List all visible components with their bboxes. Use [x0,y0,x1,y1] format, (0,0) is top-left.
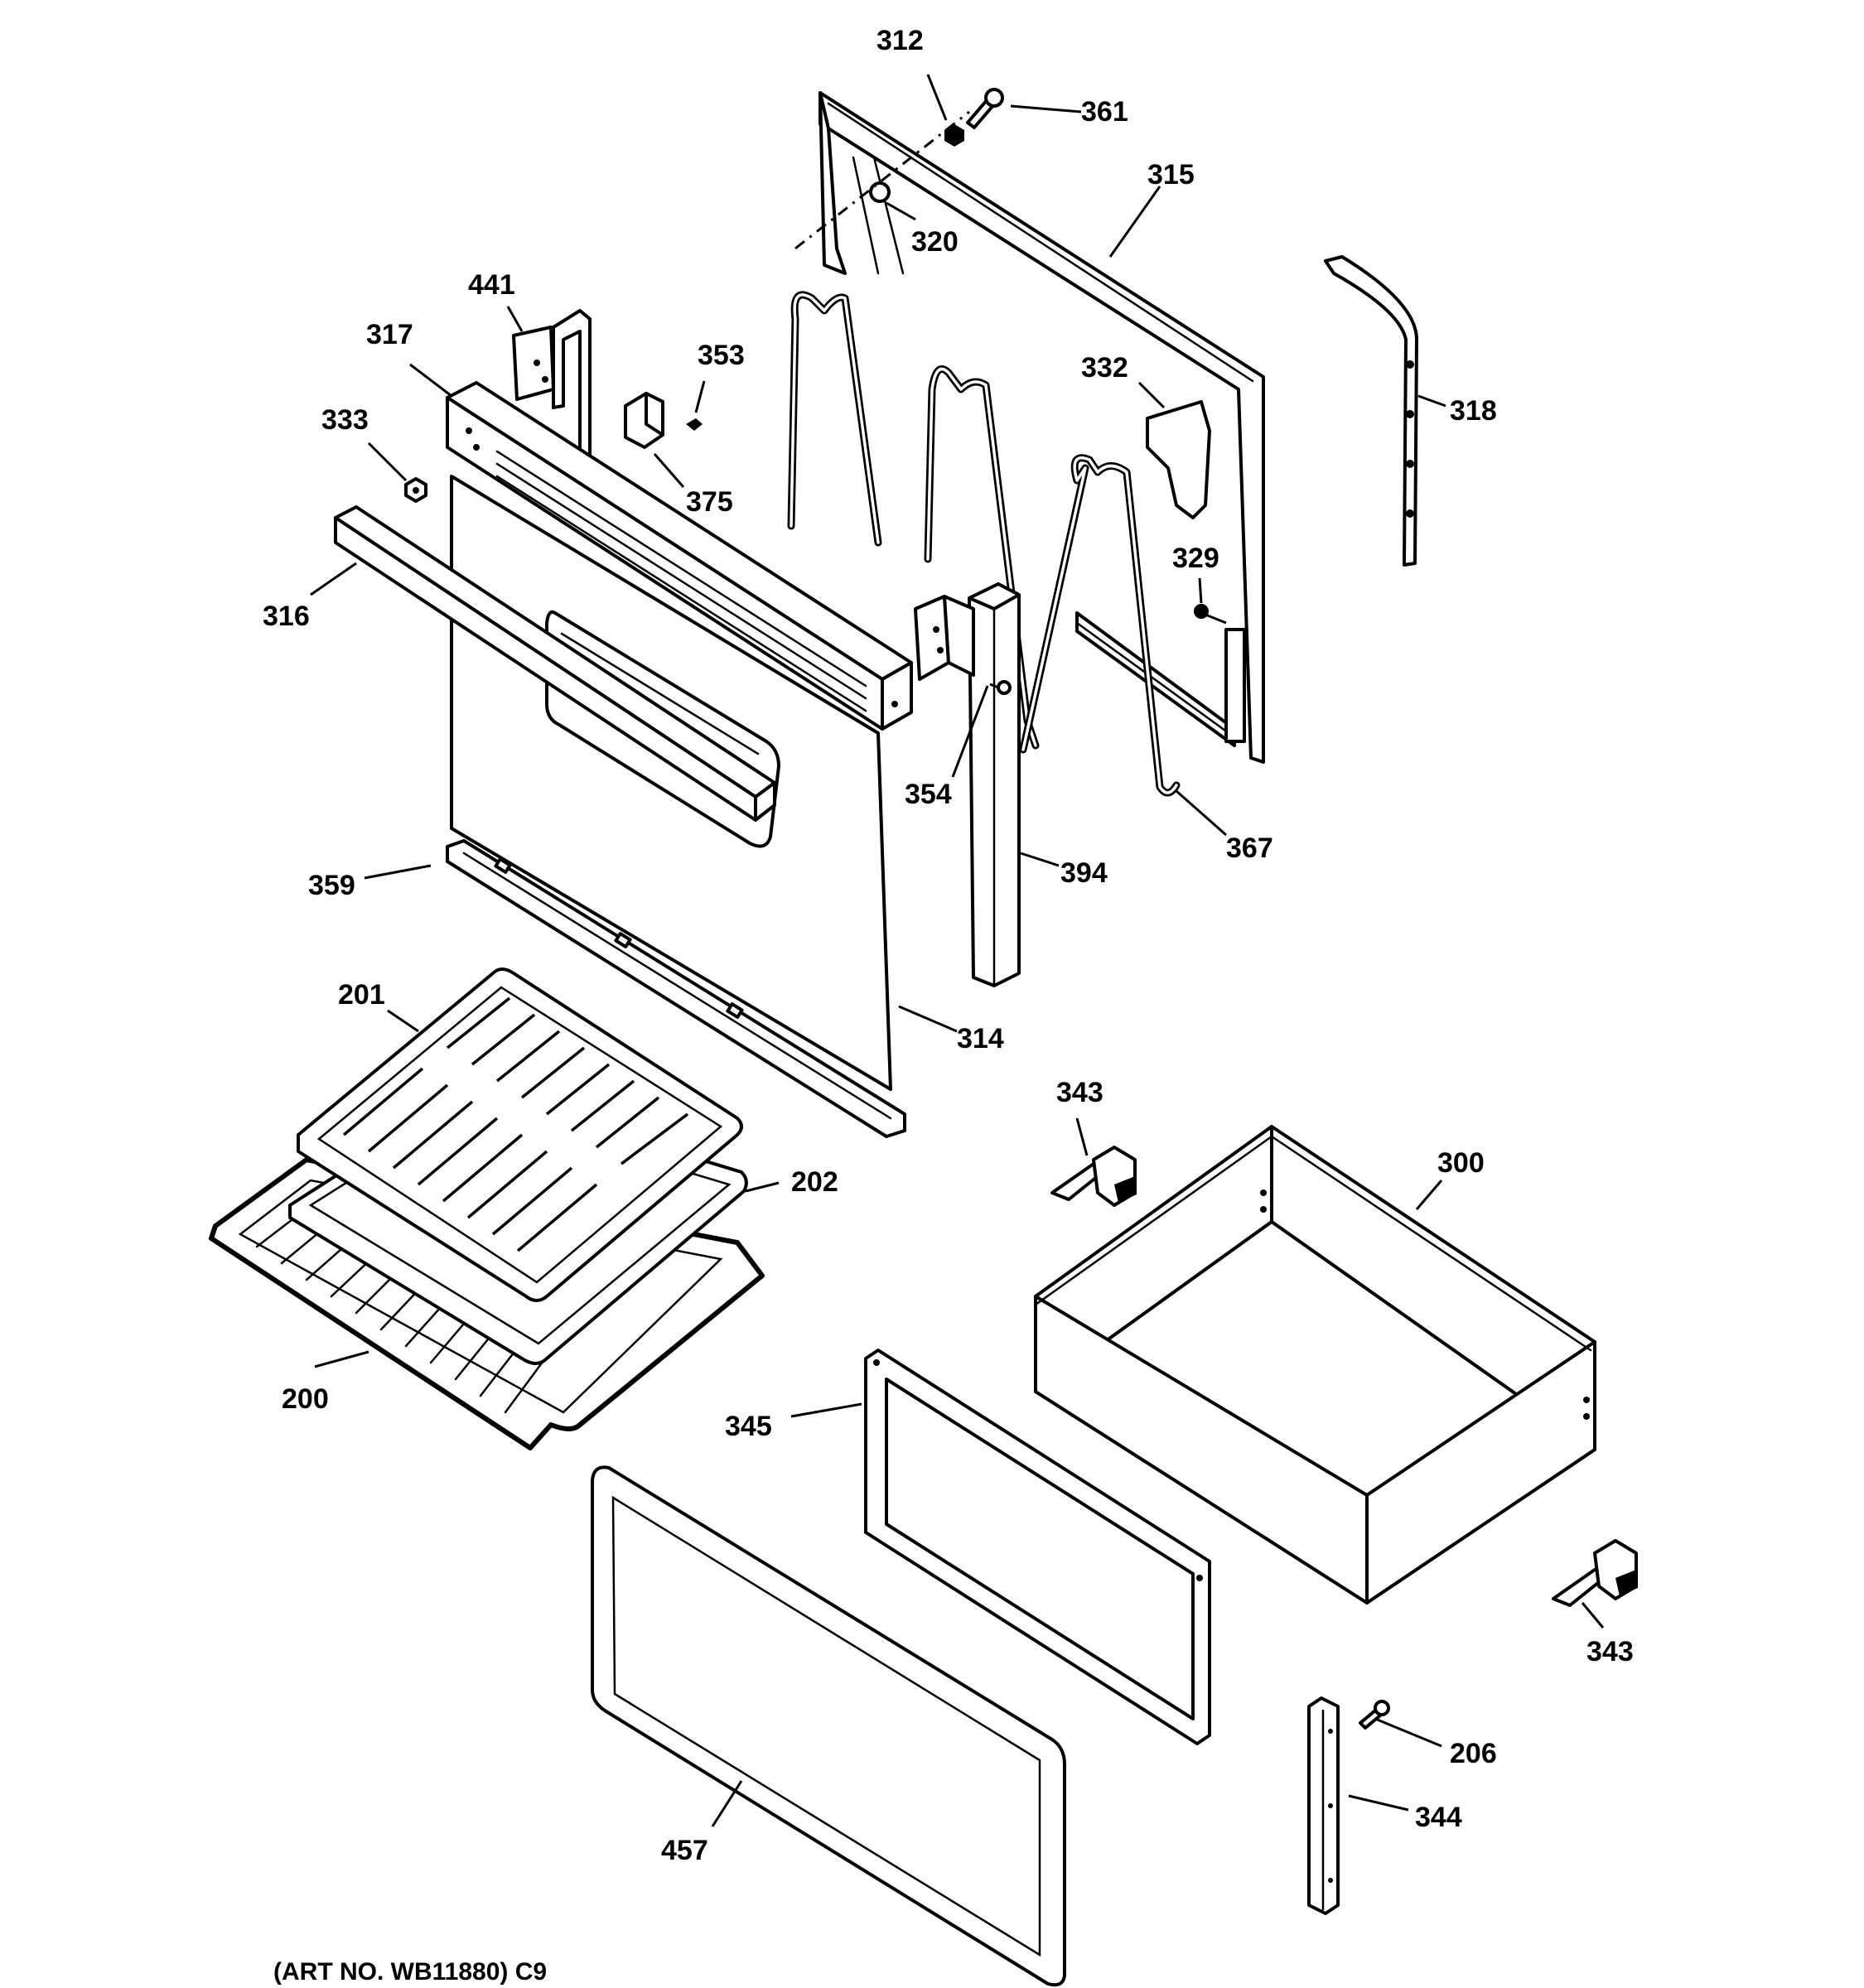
label-332: 332 [1081,352,1128,384]
drawer-inner-panel-345 [864,1349,1211,1745]
wire-retainer-1 [787,291,882,547]
screw-361 [966,88,1004,129]
side-trim-318 [1324,255,1418,567]
door-bottom-trim-359 [446,839,906,1138]
label-200: 200 [282,1383,329,1415]
label-375: 375 [686,486,733,518]
wire-retainer-2 [924,365,1040,750]
door-handle-316 [334,505,776,822]
screw-206 [1359,1700,1390,1730]
label-441: 441 [468,269,515,301]
insulation-332 [1146,400,1211,519]
drawer-body-300 [1034,1125,1596,1604]
label-343-upper: 343 [1056,1077,1103,1108]
label-318: 318 [1450,395,1497,427]
label-320: 320 [911,226,959,258]
label-300: 300 [1437,1147,1485,1179]
drawer-slide-343-lower [1552,1539,1638,1607]
drawer-slide-343-upper [1050,1146,1137,1207]
screw-329 [1194,604,1227,625]
label-361: 361 [1081,96,1128,128]
label-343-lower: 343 [1586,1636,1634,1667]
screw-353 [686,418,703,431]
bracket-441 [512,309,592,466]
vent-trim-317 [446,381,913,731]
label-333: 333 [321,404,369,436]
oven-frame-315 [819,91,1265,764]
label-354: 354 [905,779,952,810]
art-number-caption: (ART NO. WB11880) C9 [273,1958,547,1986]
nut-333 [404,477,427,503]
drawer-rail-344 [1307,1696,1340,1915]
label-312: 312 [876,25,924,56]
grid-slots [342,996,689,1252]
label-201: 201 [338,979,385,1011]
label-316: 316 [263,601,310,632]
nut-312 [944,124,964,147]
label-202: 202 [791,1166,838,1198]
screw-354 [989,680,1012,695]
label-353: 353 [698,340,745,371]
label-367: 367 [1226,832,1273,864]
broiler-grid-201 [297,967,743,1302]
label-359: 359 [308,870,355,901]
drawer-front-457 [591,1465,1066,1987]
label-329: 329 [1172,543,1219,574]
wire-retainer-367 [1019,454,1181,797]
label-394: 394 [1060,857,1108,889]
label-345: 345 [725,1411,772,1442]
label-317: 317 [366,319,413,350]
bracket-375 [624,392,664,449]
leader-lines [310,74,1605,1827]
label-314: 314 [957,1023,1004,1054]
label-206: 206 [1450,1738,1497,1769]
label-344: 344 [1415,1802,1462,1833]
part-labels: 312 361 315 320 441 317 353 333 375 332 … [263,25,1634,1866]
dashed-axis-320 [794,110,970,250]
label-315: 315 [1147,159,1195,191]
label-457: 457 [661,1835,708,1866]
